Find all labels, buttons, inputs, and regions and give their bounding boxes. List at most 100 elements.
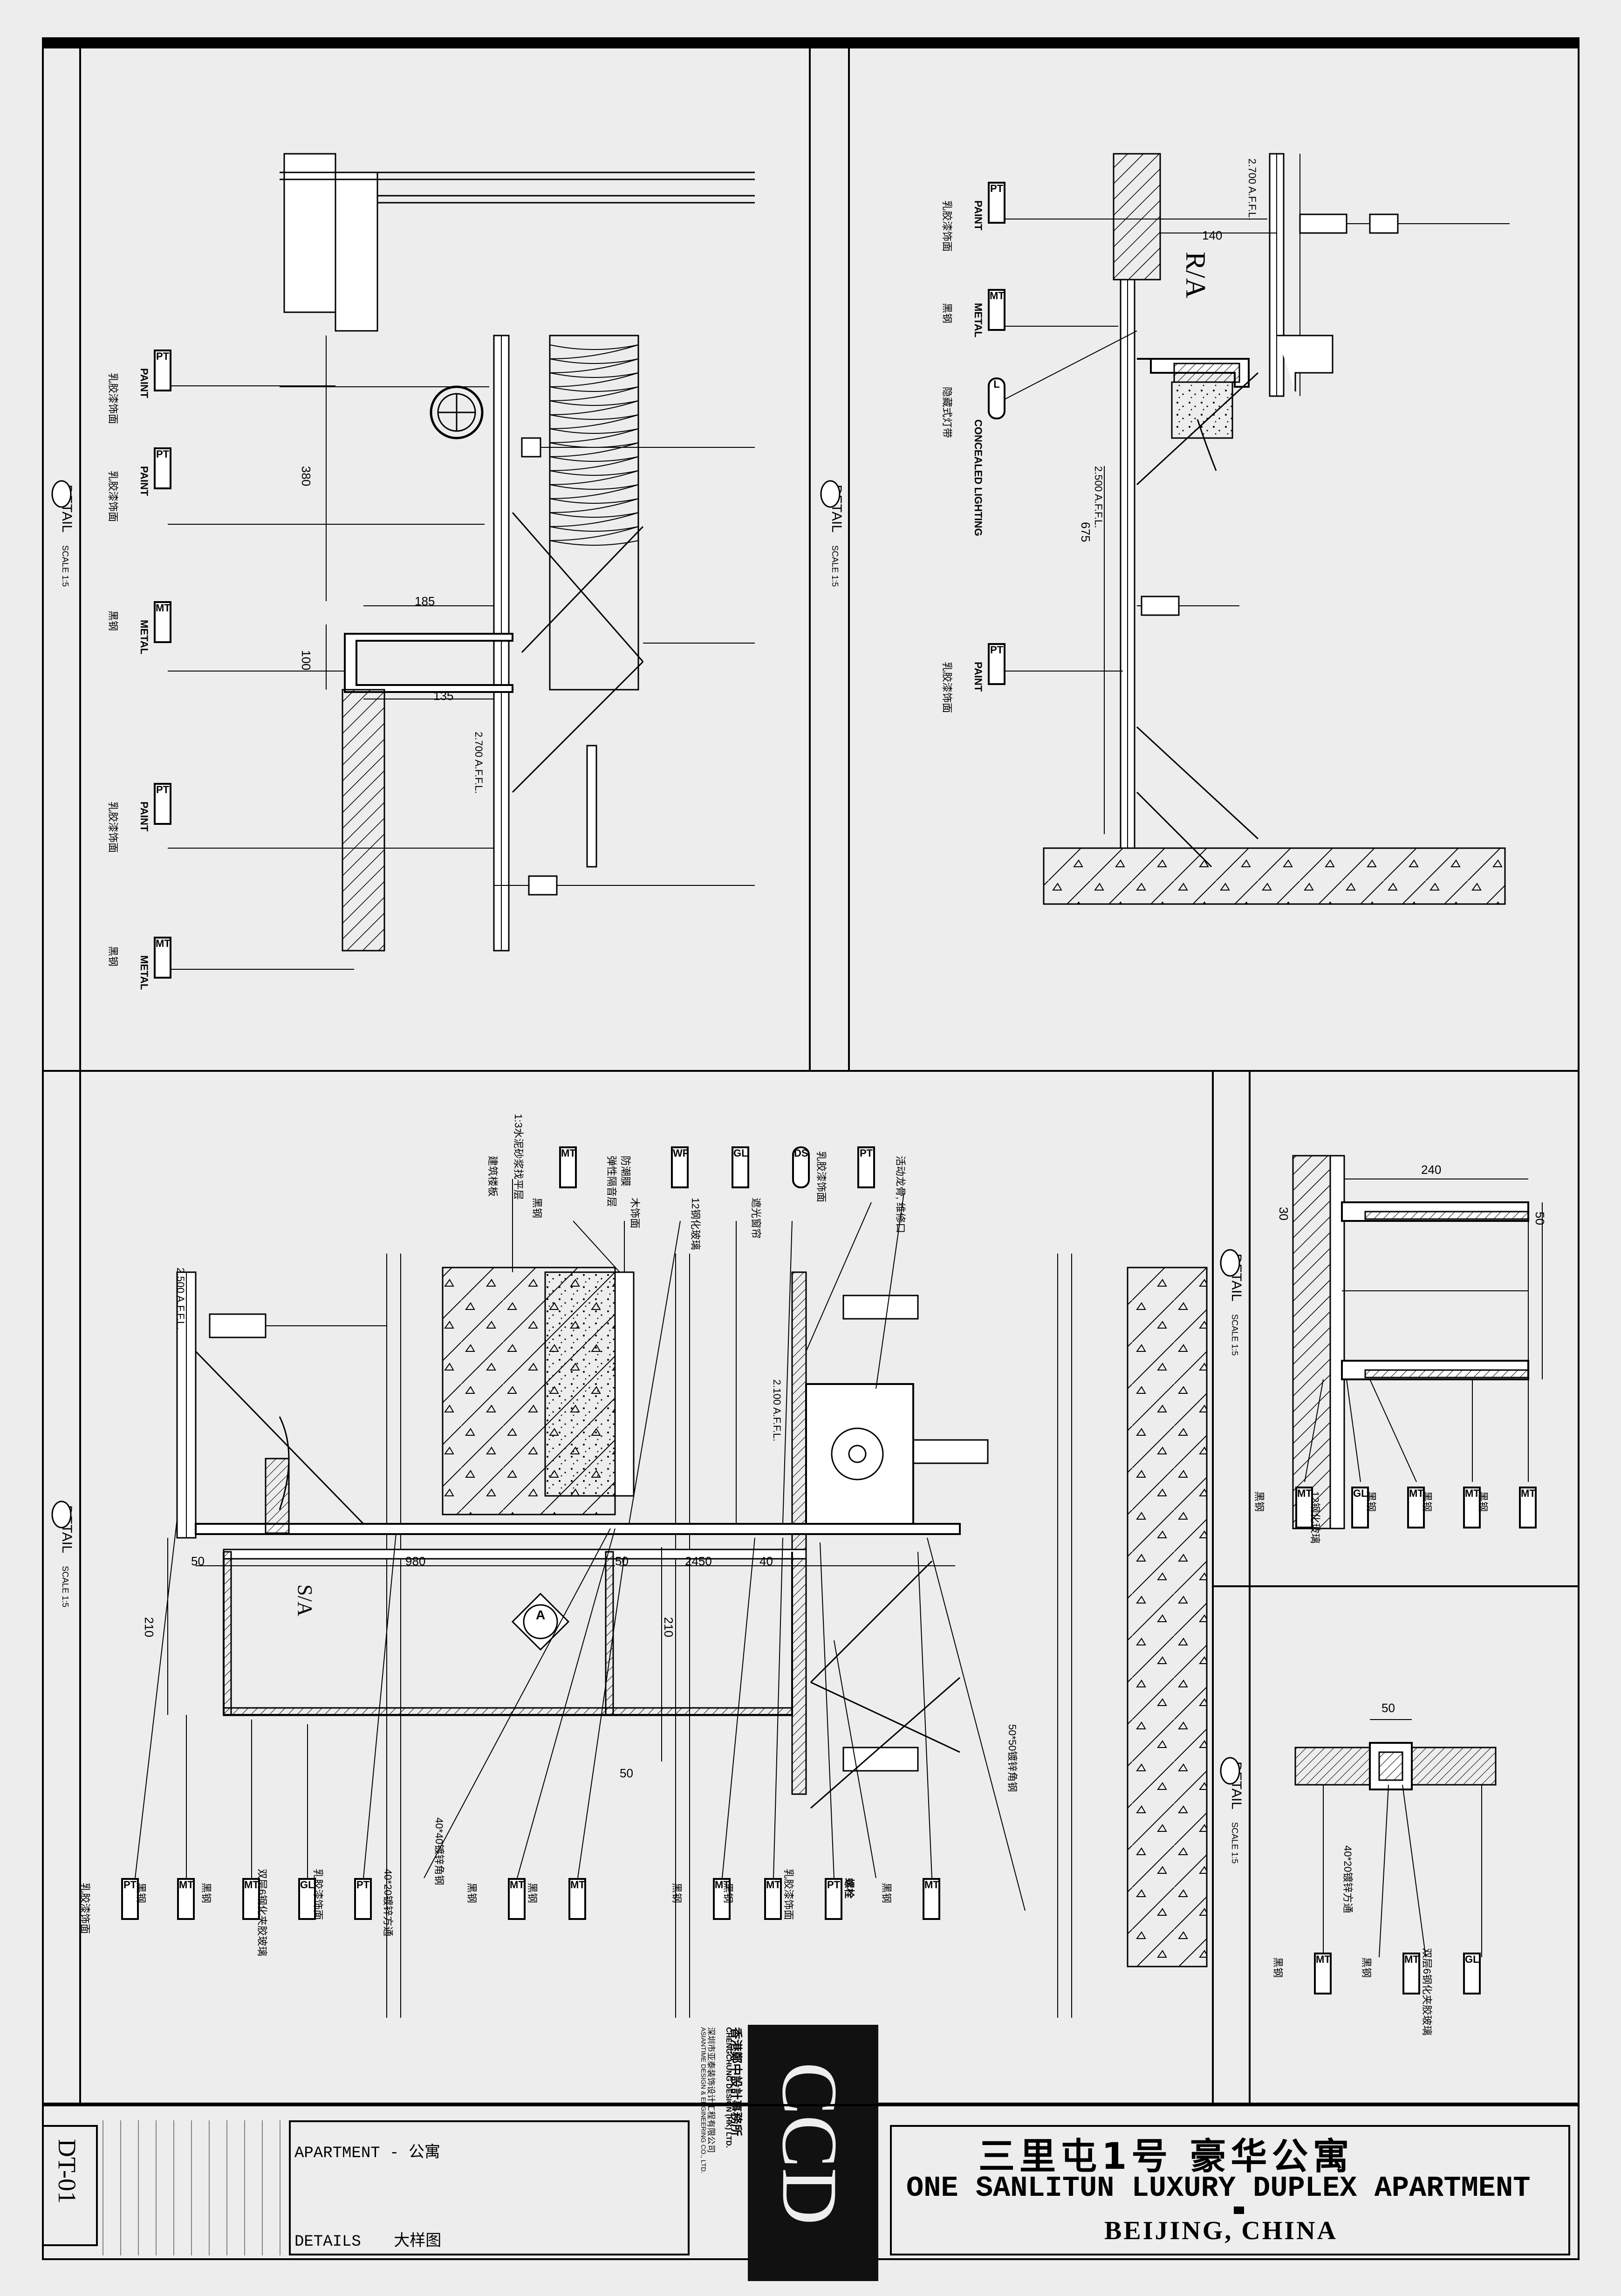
tag-paint: PT — [988, 182, 1005, 224]
note-tube: 40*20镀锌方通 — [1342, 1845, 1354, 1913]
tag-paint: PT — [354, 1878, 372, 1920]
dim-label: 50 — [1382, 1701, 1395, 1715]
tag-paint: PT — [857, 1146, 875, 1188]
note-angle: 40*40镀锌角钢 — [433, 1817, 445, 1885]
tag-desc: 双层6钢化夹胶玻璃 — [256, 1869, 268, 1957]
tag-metal: MT — [508, 1878, 526, 1920]
dim-label: 980 — [405, 1554, 426, 1568]
tag-paint: PT — [154, 783, 171, 825]
tag-word: METAL — [138, 955, 150, 990]
revision-grid — [103, 2120, 284, 2255]
note-screed: 1:3水泥砂浆找平层 — [513, 1114, 524, 1200]
section-marker: A — [536, 1608, 546, 1622]
dim-label: 135 — [433, 689, 454, 703]
tag-desc: 乳胶漆饰面 — [107, 802, 119, 853]
note-angle50: 50*50镀锌角钢 — [1006, 1724, 1018, 1792]
project-box — [890, 2125, 1570, 2255]
note-tube: 40*20镀锌方通 — [382, 1869, 394, 1937]
tag-word: METAL — [972, 303, 984, 338]
tag-desc: 黑钢 — [1421, 1491, 1433, 1512]
tag-desc: 木饰面 — [629, 1198, 641, 1229]
note-bolt: 螺栓 — [843, 1878, 855, 1899]
tag-desc: 黑钢 — [135, 1883, 147, 1904]
tag-woodfin: WF — [671, 1146, 689, 1188]
tag-metal: MT — [1295, 1487, 1313, 1528]
ra-label: R/A — [1180, 252, 1211, 299]
dim-label: 185 — [415, 594, 435, 608]
tag-desc: 黑钢 — [531, 1198, 543, 1219]
tag-desc: 黑钢 — [1477, 1491, 1489, 1512]
tag-glass: GL — [298, 1878, 316, 1920]
tag-desc: 隐藏式灯带 — [941, 387, 953, 439]
dim-label: 2.100 A.F.F.L. — [771, 1379, 783, 1442]
field-title-en: DETAILS — [294, 2233, 361, 2251]
tag-desc: 遮光窗帘 — [750, 1198, 762, 1239]
dim-label: 30 — [1277, 1207, 1291, 1220]
tag-word: METAL — [138, 620, 150, 655]
field-title-cn: 大样图 — [394, 2233, 442, 2251]
tag-desc: 乳胶漆饰面 — [107, 471, 119, 522]
tag-desc: 乳胶漆饰面 — [941, 662, 953, 713]
tag-paint: PT — [154, 350, 171, 391]
dim-label: 210 — [142, 1617, 156, 1638]
top-heavy-rule — [42, 37, 1580, 48]
title-block — [42, 2104, 1580, 2262]
dim-label: 2.500 A.F.F.L. — [1093, 466, 1104, 528]
dim-label: 675 — [1079, 522, 1093, 542]
tag-metal: MT — [242, 1878, 260, 1920]
drawing-no: DT-01 — [53, 2139, 81, 2204]
dim-label: 100 — [299, 650, 313, 671]
tag-desc: 黑钢 — [881, 1883, 892, 1904]
tag-desc: 黑钢 — [671, 1883, 683, 1904]
field-title: DETAILS 大样图 — [294, 2227, 441, 2251]
tag-desc: 乳胶漆饰面 — [79, 1883, 91, 1934]
dim-label: 50 — [615, 1554, 629, 1568]
tag-desc: 黑钢 — [527, 1883, 538, 1904]
tag-metal: MT — [568, 1878, 586, 1920]
tag-paint: PT — [825, 1878, 842, 1920]
dim-label: 240 — [1421, 1163, 1442, 1177]
tag-metal: MT — [154, 937, 171, 979]
dim-label: 50 — [191, 1554, 205, 1568]
tag-paint: PT — [121, 1878, 139, 1920]
dim-label: 380 — [299, 466, 313, 487]
header-rule — [848, 47, 850, 1072]
tag-metal: MT — [1407, 1487, 1425, 1528]
tag-word: PAINT — [138, 802, 150, 832]
tag-desc: 黑钢 — [722, 1883, 734, 1904]
tag-word: CONCEALED LIGHTING — [972, 419, 984, 536]
note-acoustic: 弹性隔音层 — [606, 1156, 617, 1207]
tag-metal: MT — [764, 1878, 782, 1920]
dim-label: 40 — [759, 1554, 773, 1568]
tag-desc: 黑钢 — [1361, 1957, 1372, 1978]
separator-mark — [1234, 2207, 1244, 2214]
tag-desc: 12钢化玻璃 — [690, 1198, 701, 1250]
note-membrane: 防潮膜 — [620, 1156, 631, 1187]
tag-metal: MT — [1463, 1487, 1481, 1528]
tag-desc: 黑钢 — [107, 946, 119, 967]
tag-word: PAINT — [138, 368, 150, 398]
header-rule — [79, 1070, 81, 2104]
sa-label: S/A — [294, 1584, 316, 1617]
project-title-cn: 三里屯1号 豪华公寓 — [978, 2136, 1354, 2178]
tag-desc: 乳胶漆饰面 — [815, 1151, 827, 1203]
tag-glass: GL — [1463, 1953, 1481, 1994]
dim-label: 140 — [1202, 228, 1223, 242]
tag-metal: MT — [988, 289, 1005, 331]
tag-glass: GL — [1351, 1487, 1369, 1528]
tag-desc: 乳胶漆饰面 — [107, 373, 119, 425]
dim-label: 2.500 A.F.F.L. — [175, 1268, 186, 1330]
tag-paint: PT — [988, 643, 1005, 685]
note-slab: 建筑楼板 — [487, 1156, 499, 1197]
firm-logo: CCD — [748, 2025, 878, 2281]
tag-word: PAINT — [138, 466, 150, 496]
tag-metal: MT — [1519, 1487, 1537, 1528]
tag-desc: 黑钢 — [1272, 1957, 1284, 1978]
header-rule — [79, 47, 81, 1072]
panel-detail-a — [1212, 1585, 1580, 2104]
drawing-no-box — [42, 2125, 98, 2246]
project-title-en: ONE SANLITUN LUXURY DUPLEX APARTMENT — [906, 2172, 1531, 2205]
